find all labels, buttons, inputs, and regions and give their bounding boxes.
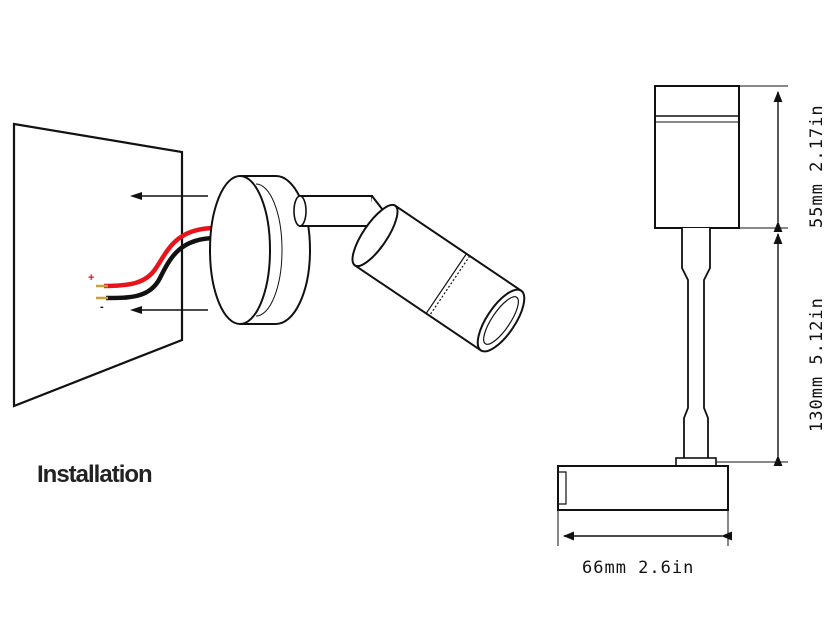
installation-label: Installation [37,461,152,488]
power-wires [96,225,217,301]
polarity-positive-label: + [88,272,94,284]
mount-base [209,175,311,325]
installation-illustration: + - Installation [12,122,526,488]
screw-arrow-bottom [130,306,208,314]
polarity-negative-label: - [100,301,104,313]
dim-gooseneck [681,228,711,463]
arm-height-label: 130mm 5.12in [807,297,827,432]
screw-arrow-top [130,192,208,200]
base-width-label: 66mm 2.6in [582,558,694,578]
lamp-head [351,203,526,353]
dimension-drawing: 55mm 2.17in 130mm 5.12in 66mm 2.6in [557,85,827,578]
head-height-label: 55mm 2.17in [807,104,827,228]
dim-lamp-head [654,85,740,229]
dim-base [557,457,729,511]
